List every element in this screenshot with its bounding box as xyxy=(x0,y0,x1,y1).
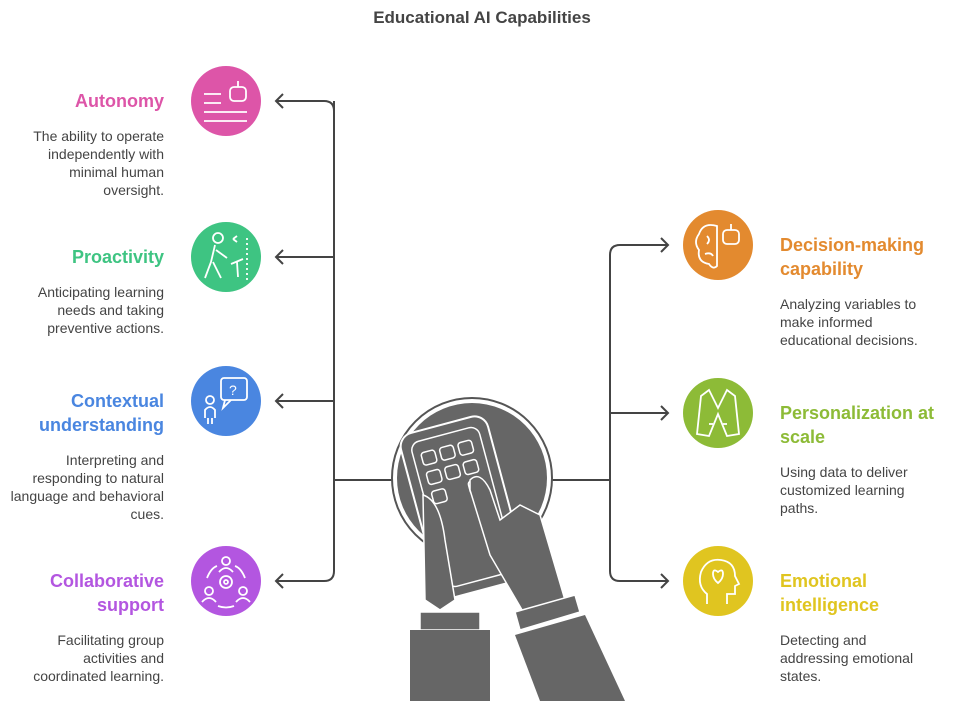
emotional-icon-circle xyxy=(683,546,753,616)
svg-text:?: ? xyxy=(229,382,237,398)
diagram-title: Educational AI Capabilities xyxy=(373,8,591,27)
capability-proactivity: Proactivity Anticipating learning needs … xyxy=(0,245,164,337)
item-title: Personalization at scale xyxy=(780,403,935,447)
item-description: Interpreting and responding to natural l… xyxy=(10,452,164,522)
item-description: Analyzing variables to make informed edu… xyxy=(780,296,918,348)
proactivity-icon-circle xyxy=(191,222,261,292)
autonomy-icon-circle xyxy=(191,66,261,136)
team-gear-icon xyxy=(201,556,251,609)
item-description: Using data to deliver customized learnin… xyxy=(780,464,908,516)
item-title: Contextual understanding xyxy=(39,391,164,435)
decision-icon-circle xyxy=(683,210,753,280)
arrowheads xyxy=(274,93,670,589)
hiker-icon xyxy=(204,232,248,280)
robot-document-icon xyxy=(204,81,247,122)
head-heart-icon xyxy=(698,558,741,604)
item-title: Collaborative support xyxy=(49,571,164,615)
collaborative-icon-circle xyxy=(191,546,261,616)
item-title: Proactivity xyxy=(71,247,164,267)
capability-autonomy: Autonomy The ability to operate independ… xyxy=(0,89,164,199)
personalization-icon-circle xyxy=(683,378,753,448)
capability-contextual-understanding: Contextual understanding Interpreting an… xyxy=(0,389,164,523)
item-description: Detecting and addressing emotional state… xyxy=(780,632,914,684)
hub-illustration xyxy=(391,397,625,701)
item-title: Decision-making capability xyxy=(780,235,925,279)
person-question-icon: ? xyxy=(204,377,248,424)
item-description: The ability to operate independently wit… xyxy=(33,128,164,198)
capability-personalization: Personalization at scale Using data to d… xyxy=(780,401,960,517)
item-description: Anticipating learning needs and taking p… xyxy=(37,284,164,336)
tablet-hands-icon xyxy=(399,415,625,701)
jacket-icon xyxy=(696,388,740,438)
brain-robot-icon xyxy=(695,224,740,269)
item-title: Autonomy xyxy=(75,91,164,111)
item-description: Facilitating group activities and coordi… xyxy=(33,632,164,684)
item-title: Emotional intelligence xyxy=(780,571,880,615)
contextual-icon-circle: ? xyxy=(191,366,261,436)
capability-decision-making: Decision-making capability Analyzing var… xyxy=(780,233,960,349)
capability-collaborative-support: Collaborative support Facilitating group… xyxy=(0,569,164,685)
capability-emotional-intelligence: Emotional intelligence Detecting and add… xyxy=(780,569,960,685)
